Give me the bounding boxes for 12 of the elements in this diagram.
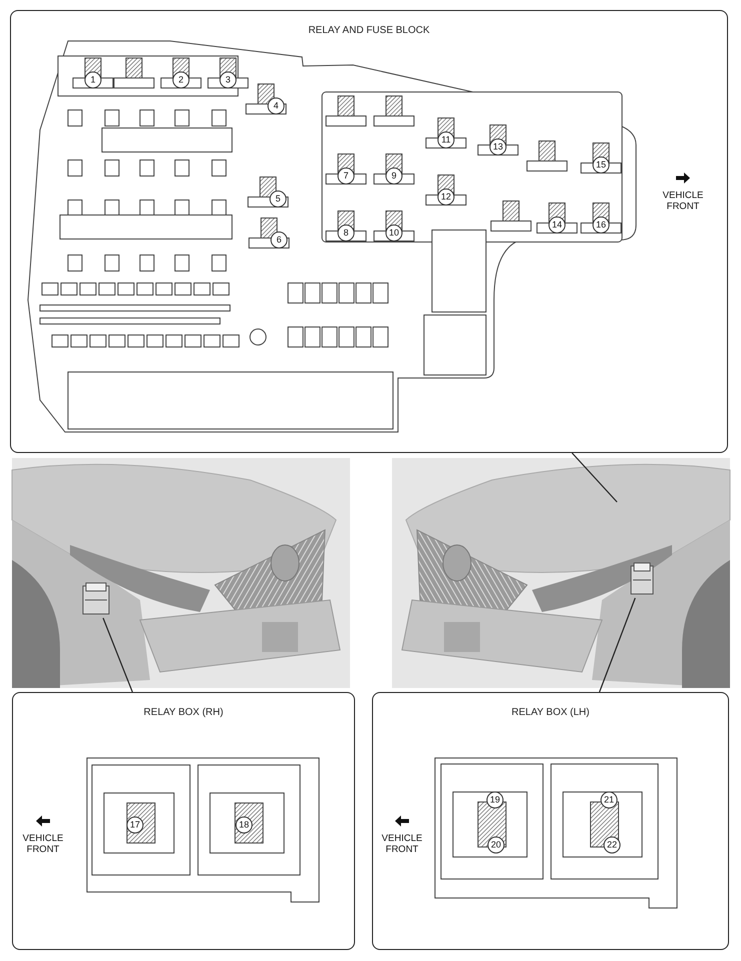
direction-label: VEHICLE FRONT xyxy=(662,190,704,212)
callout-panel xyxy=(10,10,728,453)
direction-label: VEHICLE FRONT xyxy=(380,833,424,855)
panel-title: RELAY BOX (RH) xyxy=(144,707,224,718)
leader-line xyxy=(102,618,133,692)
callout-panel xyxy=(12,692,355,950)
callout-panel xyxy=(372,692,729,950)
leader-line xyxy=(598,598,636,692)
leader-line xyxy=(572,452,618,502)
direction-label: VEHICLE FRONT xyxy=(22,833,64,855)
panel-title: RELAY BOX (LH) xyxy=(512,707,590,718)
panel-title: RELAY AND FUSE BLOCK xyxy=(308,25,430,36)
